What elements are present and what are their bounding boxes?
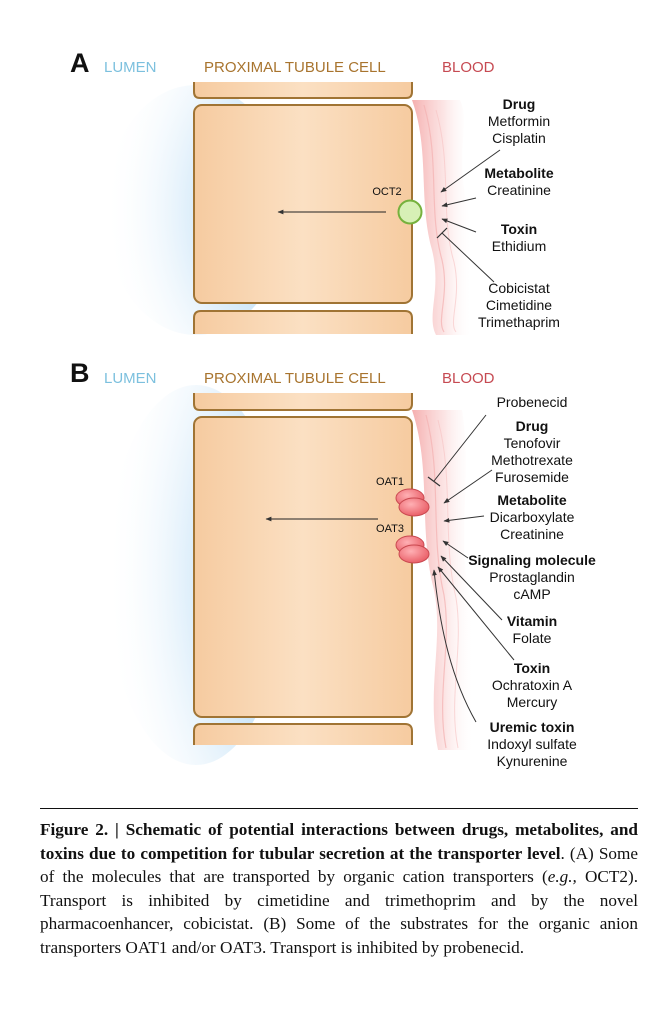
oat1-label: OAT1: [376, 476, 404, 488]
panel-b-toxin-item: Mercury: [507, 694, 558, 710]
panel-a-letter: A: [70, 48, 90, 78]
panel-b-uremic-title: Uremic toxin: [490, 719, 575, 735]
panel-b-uremic-item: Indoxyl sulfate: [487, 736, 577, 752]
panel-b-metabolite-item: Dicarboxylate: [490, 509, 575, 525]
panel-a-drug-title: Drug: [503, 96, 536, 112]
panel-b-inhibition-line: [433, 414, 487, 482]
panel-b-upper-cell: [193, 393, 413, 411]
panel-b-cell-header: PROXIMAL TUBULE CELL: [204, 370, 386, 387]
panel-b-inhibition-bar: [427, 476, 441, 487]
panel-b-toxin-title: Toxin: [514, 660, 550, 676]
panel-a-inhibition-bar: [436, 227, 448, 239]
panel-b-vitamin-item: Folate: [513, 630, 552, 646]
panel-b-drug-arrow: [443, 469, 493, 504]
panel-b: B LUMEN PROXIMAL TUBULE CELL BLOOD OAT1 …: [70, 358, 596, 769]
panel-b-drug-title: Drug: [516, 418, 549, 434]
panel-a-toxin-item: Ethidium: [492, 238, 546, 254]
figure-caption: Figure 2. | Schematic of potential inter…: [40, 808, 638, 960]
panel-b-uremic-item: Kynurenine: [497, 753, 568, 769]
oat3-transporter-icon: [395, 535, 430, 564]
transporter-diagram: A LUMEN PROXIMAL TUBULE CELL BLOOD OCT2 …: [70, 48, 596, 769]
panel-a-metabolite-item: Creatinine: [487, 182, 551, 198]
panel-a-toxin-title: Toxin: [501, 221, 537, 237]
panel-a-metabolite-arrow: [441, 197, 477, 208]
panel-b-inhibitor-label: Probenecid: [497, 394, 568, 410]
panel-a-blood-glow: [412, 100, 473, 335]
oct2-transporter-icon: [397, 199, 423, 225]
caption-text-1: . (A) Some of the molecules that are tra…: [40, 843, 639, 887]
panel-b-toxin-item: Ochratoxin A: [492, 677, 573, 693]
panel-b-metabolite-title: Metabolite: [497, 492, 566, 508]
panel-b-drug-item: Methotrexate: [491, 452, 573, 468]
panel-b-signaling-arrow: [442, 540, 469, 559]
panel-b-drug-item: Tenofovir: [504, 435, 561, 451]
panel-b-main-cell: [193, 416, 413, 718]
panel-a-inhibitor-item: Cobicistat: [488, 280, 550, 296]
panel-b-vitamin-arrow: [440, 555, 503, 621]
oct2-label: OCT2: [372, 186, 401, 198]
panel-a-toxin-arrow: [441, 218, 477, 233]
panel-b-blood-glow: [412, 410, 475, 750]
panel-a-inhibitor-item: Cimetidine: [486, 297, 552, 313]
panel-b-toxin-arrow: [437, 566, 515, 661]
panel-b-signaling-title: Signaling molecule: [468, 552, 596, 568]
panel-b-letter: B: [70, 358, 90, 388]
panel-a-lower-cell: [193, 310, 413, 334]
oat3-label: OAT3: [376, 523, 404, 535]
panel-b-signaling-item: cAMP: [513, 586, 550, 602]
panel-a-metabolite-title: Metabolite: [484, 165, 553, 181]
panel-b-signaling-item: Prostaglandin: [489, 569, 575, 585]
panel-a-cell-header: PROXIMAL TUBULE CELL: [204, 59, 386, 76]
panel-a-inhibitor-item: Trimethaprim: [478, 314, 560, 330]
panel-a: A LUMEN PROXIMAL TUBULE CELL BLOOD OCT2 …: [70, 48, 560, 335]
panel-b-drug-item: Furosemide: [495, 469, 569, 485]
panel-b-metabolite-item: Creatinine: [500, 526, 564, 542]
caption-title: Figure 2. | Schematic of potential inter…: [40, 820, 638, 863]
panel-a-inhibition-line: [441, 232, 495, 283]
panel-a-blood-header: BLOOD: [442, 59, 495, 76]
panel-b-lumen-header: LUMEN: [104, 370, 157, 387]
panel-b-uremic-arrow: [432, 569, 477, 723]
caption-text-2: OCT2). Transport is inhibited by cimetid…: [40, 867, 638, 957]
panel-b-lower-cell: [193, 723, 413, 745]
panel-a-main-cell: [193, 104, 413, 304]
oat1-transporter-icon: [395, 488, 430, 517]
panel-a-lumen-header: LUMEN: [104, 59, 157, 76]
panel-b-metabolite-arrow: [443, 515, 485, 523]
caption-italic: e.g.,: [547, 867, 577, 887]
panel-a-drug-item: Cisplatin: [492, 130, 546, 146]
panel-a-drug-item: Metformin: [488, 113, 550, 129]
panel-b-vitamin-title: Vitamin: [507, 613, 557, 629]
panel-b-blood-header: BLOOD: [442, 370, 495, 387]
panel-a-upper-cell: [193, 82, 413, 99]
panel-a-drug-arrow: [440, 149, 501, 193]
